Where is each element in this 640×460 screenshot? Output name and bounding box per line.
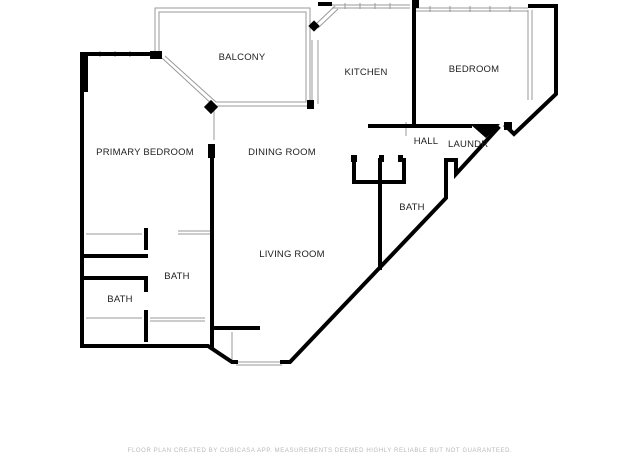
bath-label-upper: BATH <box>164 271 189 282</box>
hall-label: HALL <box>414 136 439 147</box>
laundry-label: LAUNDRY <box>448 139 495 150</box>
dining-room-label: DINING ROOM <box>248 147 316 158</box>
bath-label-lower: BATH <box>107 294 132 305</box>
footer-disclaimer: FLOOR PLAN CREATED BY CUBICASA APP. MEAS… <box>127 448 513 454</box>
primary-bedroom-label: PRIMARY BEDROOM <box>96 147 194 158</box>
bath-label-center: BATH <box>399 202 424 213</box>
living-room-label: LIVING ROOM <box>259 249 325 260</box>
wall-posts <box>150 0 512 162</box>
balcony-label: BALCONY <box>219 52 266 63</box>
room-labels: BALCONY KITCHEN BEDROOM PRIMARY BEDROOM … <box>96 52 499 305</box>
kitchen-label: KITCHEN <box>344 67 387 78</box>
walls <box>80 0 558 364</box>
bedroom-label: BEDROOM <box>449 64 500 75</box>
thin-outlines <box>86 4 533 366</box>
